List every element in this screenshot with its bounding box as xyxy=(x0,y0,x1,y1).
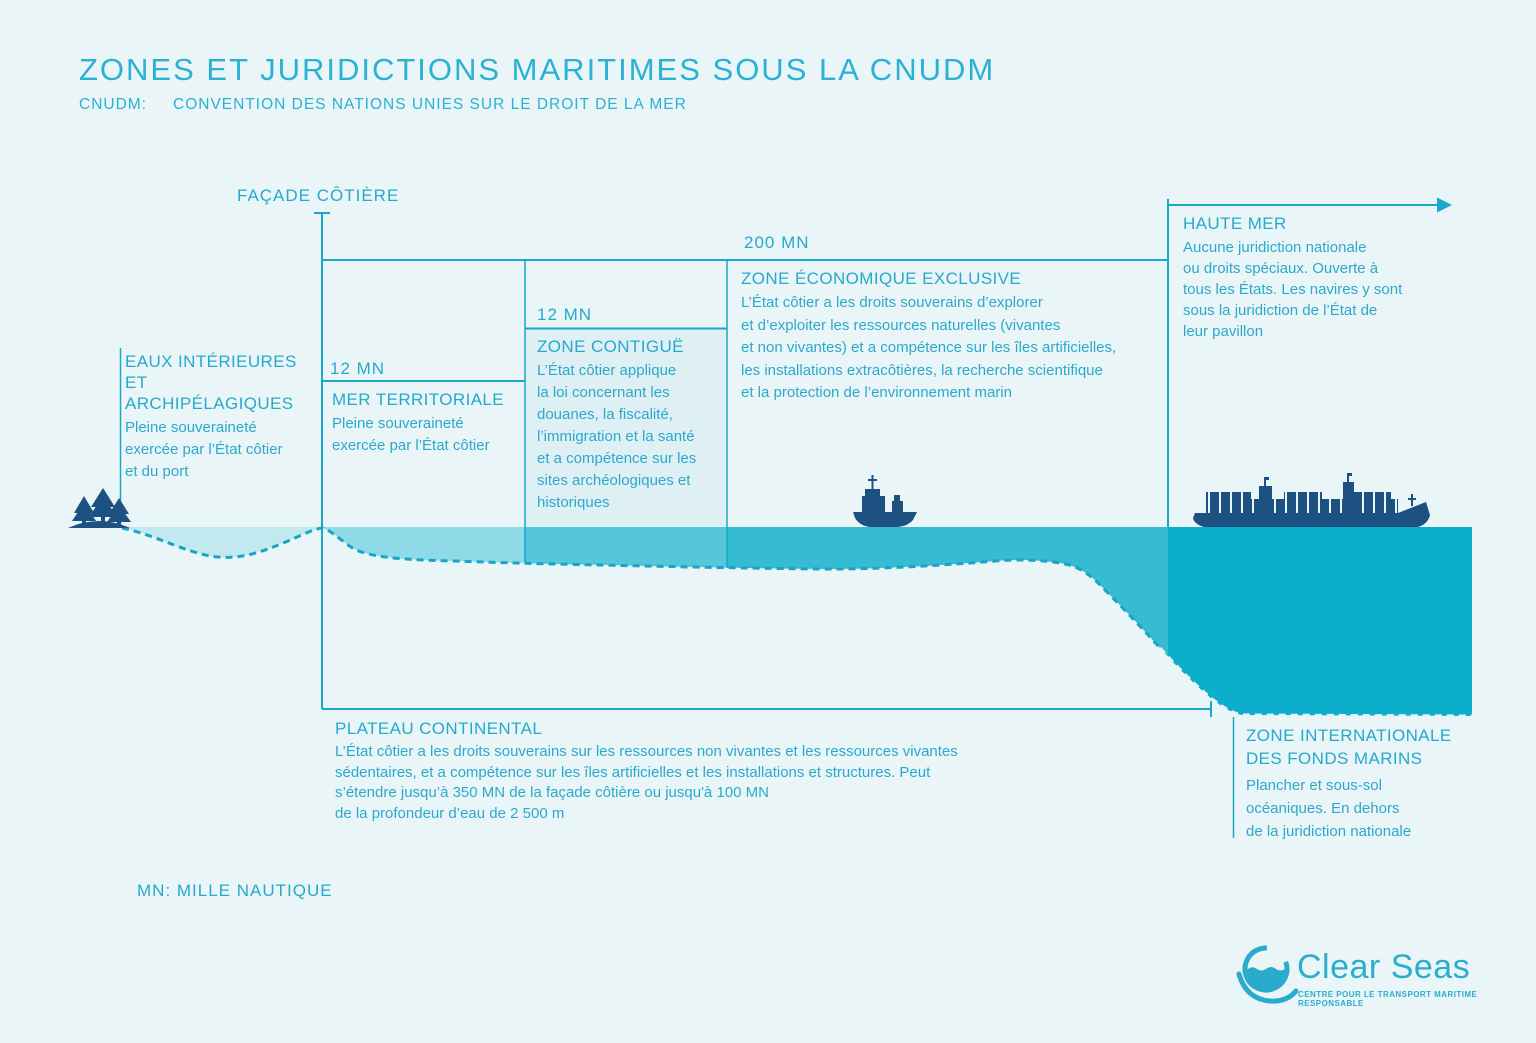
abbr-label: CNUDM: xyxy=(79,96,147,113)
zone-description: Pleine souveraineté exercée par l’État c… xyxy=(125,419,283,480)
contigue-column-tint xyxy=(525,329,727,527)
distance-label-200mn: 200 MN xyxy=(744,233,810,252)
zone-description: L’État côtier a les droits souverains d’… xyxy=(741,294,1117,401)
ocean-cross-section xyxy=(122,527,1472,716)
page-title: ZONES ET JURIDICTIONS MARITIMES SOUS LA … xyxy=(79,52,996,87)
distance-label-12mn-contigue: 12 MN xyxy=(537,305,593,324)
footnote-mn-definition: MN: MILLE NAUTIQUE xyxy=(137,881,333,900)
zone-block-mer-territoriale: MER TERRITORIALE Pleine souveraineté exe… xyxy=(332,389,517,457)
zone-block-haute-mer: HAUTE MER Aucune juridiction nationale o… xyxy=(1183,213,1423,342)
zone-title: PLATEAU CONTINENTAL xyxy=(335,719,543,738)
logo-tagline: CENTRE POUR LE TRANSPORT MARITIME RESPON… xyxy=(1298,990,1478,1008)
zone-block-fonds-marins: ZONE INTERNATIONALE DES FONDS MARINS Pla… xyxy=(1246,724,1456,843)
zone-title: ZONE INTERNATIONALE DES FONDS MARINS xyxy=(1246,726,1452,768)
zone-block-zee: ZONE ÉCONOMIQUE EXCLUSIVE L’État côtier … xyxy=(741,268,1171,405)
logo-wordmark: Clear Seas xyxy=(1297,948,1471,986)
zone-description: Pleine souveraineté exercée par l’État c… xyxy=(332,415,490,454)
water-zone-mer-territoriale xyxy=(322,527,525,587)
facade-cotiere-label: FAÇADE CÔTIÈRE xyxy=(237,186,400,205)
zone-title: MER TERRITORIALE xyxy=(332,390,505,409)
pine-trees-icon xyxy=(68,488,131,528)
zone-block-contigue: ZONE CONTIGUË L’État côtier applique la … xyxy=(537,336,722,514)
zone-title: HAUTE MER xyxy=(1183,214,1287,233)
zone-block-plateau-continental: PLATEAU CONTINENTAL L’État côtier a les … xyxy=(335,718,1025,824)
zone-block-eaux-interieures: EAUX INTÉRIEURES ET ARCHIPÉLAGIQUES Plei… xyxy=(125,351,305,483)
zone-title: ZONE CONTIGUË xyxy=(537,337,684,356)
distance-label-12mn-territoriale: 12 MN xyxy=(330,359,386,378)
tugboat-icon xyxy=(853,475,917,527)
deep-seabed-dashed-line xyxy=(1158,646,1473,718)
abbr-definition: CONVENTION DES NATIONS UNIES SUR LE DROI… xyxy=(173,96,687,113)
water-zone-zee xyxy=(727,527,1168,662)
zone-description: Plancher et sous-sol océaniques. En deho… xyxy=(1246,777,1412,840)
container-ship-icon xyxy=(1193,473,1430,527)
water-zone-contigue xyxy=(525,527,727,597)
zone-title: ZONE ÉCONOMIQUE EXCLUSIVE xyxy=(741,269,1022,288)
haute-mer-arrow-icon xyxy=(1168,197,1452,213)
seabed-dashed-line xyxy=(121,526,1162,650)
zone-description: L’État côtier a les droits souverains su… xyxy=(335,743,958,822)
clearseas-logo-icon xyxy=(1236,945,1299,1004)
water-zone-haute-mer xyxy=(1168,527,1472,716)
zone-description: L’État côtier applique la loi concernant… xyxy=(537,362,697,511)
water-zone-eaux-interieures xyxy=(122,527,322,572)
zone-title: EAUX INTÉRIEURES ET ARCHIPÉLAGIQUES xyxy=(125,352,297,413)
page-subtitle: CNUDM: CONVENTION DES NATIONS UNIES SUR … xyxy=(79,96,687,114)
zone-description: Aucune juridiction nationale ou droits s… xyxy=(1183,239,1403,340)
